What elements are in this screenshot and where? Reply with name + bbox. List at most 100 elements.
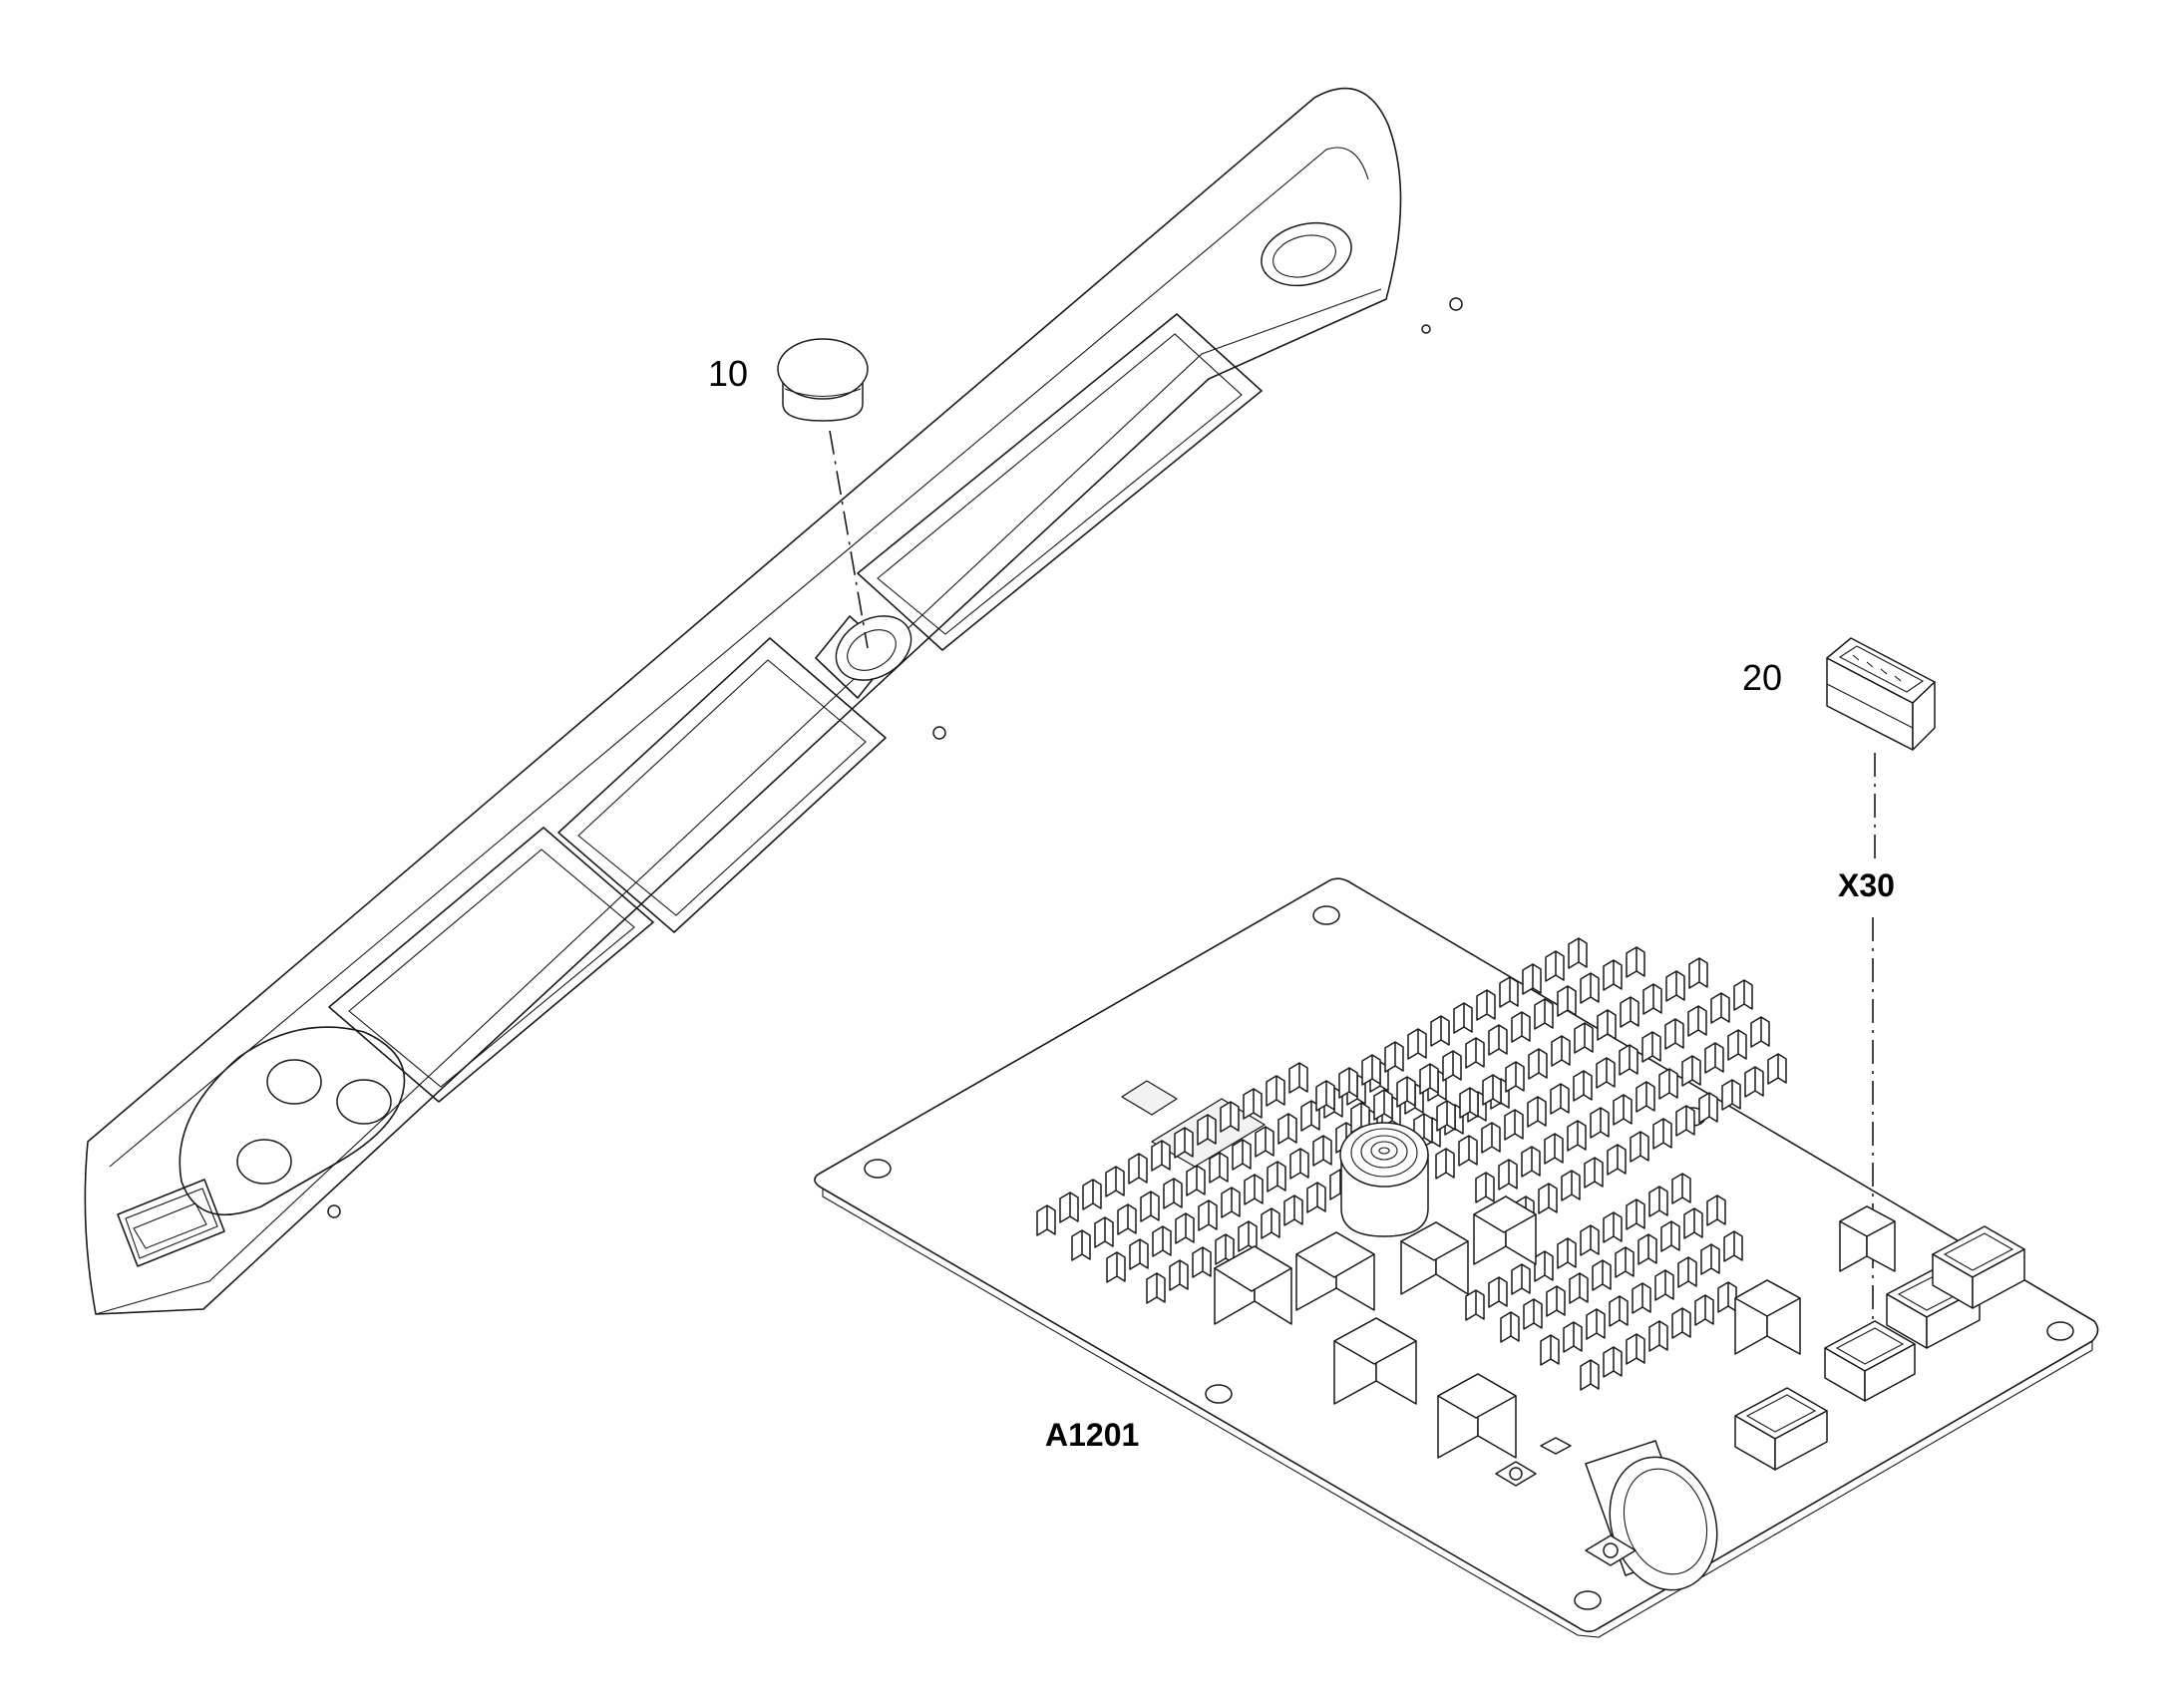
fuse <box>1592 1259 1612 1291</box>
fuse <box>1641 1031 1661 1063</box>
fuse <box>1255 1126 1274 1158</box>
fuse <box>1557 1237 1577 1269</box>
fuse <box>1615 1246 1635 1278</box>
fuse <box>1436 1100 1456 1132</box>
fuse <box>1626 1198 1645 1230</box>
opening-1 <box>857 313 1263 651</box>
fuse <box>1637 1233 1657 1265</box>
fuse <box>1710 992 1730 1024</box>
fuse <box>1430 1015 1450 1047</box>
fuse <box>1527 1096 1547 1128</box>
fuse <box>1706 1195 1726 1226</box>
fuse-field <box>1036 937 1787 1391</box>
fuse <box>1094 1216 1114 1248</box>
fuse <box>1660 1220 1680 1252</box>
fuse <box>1129 1238 1149 1270</box>
fuse <box>1481 1122 1501 1154</box>
fuse <box>1642 983 1662 1015</box>
relay-8 <box>1839 1205 1896 1272</box>
fuse <box>1698 1092 1718 1124</box>
fuse <box>1596 1057 1616 1089</box>
circuit-board <box>814 877 2099 1638</box>
fuse <box>1523 1298 1543 1330</box>
fuse <box>1140 1191 1160 1222</box>
fuse <box>1277 1113 1297 1145</box>
fuse <box>1694 1294 1714 1326</box>
fuse <box>1626 946 1645 978</box>
relay-5 <box>1400 1221 1469 1295</box>
part-10-plug <box>777 338 869 422</box>
fuse <box>1534 998 1554 1030</box>
fuse <box>1580 972 1600 1004</box>
fuse <box>1407 1028 1427 1060</box>
fuse <box>1613 1094 1633 1126</box>
fuse <box>1266 1075 1285 1107</box>
fuse <box>1534 1250 1554 1282</box>
fuse <box>1500 1311 1520 1343</box>
fuse <box>1059 1192 1079 1223</box>
fuse <box>1175 1212 1195 1244</box>
fuse <box>1435 1148 1455 1180</box>
fuse <box>1505 1061 1525 1093</box>
fuse <box>1198 1199 1218 1231</box>
fuse <box>1733 979 1753 1011</box>
fuse <box>1453 1002 1473 1034</box>
fuse <box>1540 1334 1560 1366</box>
fuse <box>1289 1148 1309 1180</box>
fuse <box>1700 1243 1720 1275</box>
fuse <box>1665 970 1685 1002</box>
fuse <box>1511 1263 1531 1295</box>
fuse <box>1152 1225 1172 1257</box>
fuse <box>1654 1269 1674 1301</box>
fuse <box>1105 1166 1125 1197</box>
panel-pad-1 <box>815 615 912 699</box>
fuse <box>1475 1172 1495 1203</box>
fuse <box>1238 1220 1258 1252</box>
fuse <box>1373 1089 1393 1121</box>
fuse <box>1545 950 1565 982</box>
fuse <box>1521 1146 1541 1178</box>
label-a1201: A1201 <box>1045 1417 1139 1453</box>
fuse <box>1717 1281 1737 1313</box>
fuse <box>1635 1081 1655 1113</box>
fuse <box>1117 1203 1137 1235</box>
opening-3 <box>328 827 654 1103</box>
console-panel <box>84 87 1463 1315</box>
opening-2 <box>557 637 887 933</box>
fuse <box>1609 1295 1629 1327</box>
fuse <box>1551 1035 1571 1067</box>
buzzer <box>1585 1440 1718 1591</box>
fuse <box>1465 1289 1485 1321</box>
fuse <box>1675 1105 1695 1137</box>
fuse <box>1538 1183 1558 1214</box>
fuse <box>1106 1251 1126 1283</box>
fuse <box>1488 1276 1508 1308</box>
fuse <box>1476 989 1496 1021</box>
fuse <box>1652 1118 1672 1150</box>
fuse <box>1146 1272 1166 1304</box>
fuse <box>1504 1109 1524 1141</box>
fuse <box>1767 1053 1787 1085</box>
fuse <box>1186 1165 1206 1196</box>
fuse <box>1220 1101 1240 1133</box>
fuse <box>1721 1079 1741 1111</box>
fuse <box>1192 1246 1212 1278</box>
fuse <box>1723 1230 1743 1262</box>
fuse <box>1465 1037 1485 1069</box>
fuse <box>1619 1044 1638 1076</box>
fuse <box>1442 1050 1462 1082</box>
fuse <box>1315 1080 1335 1112</box>
fuse <box>1590 1107 1610 1139</box>
fuse <box>1071 1229 1091 1261</box>
part-20-connector <box>1826 637 1936 751</box>
fuse <box>1620 996 1639 1028</box>
fuse <box>1574 1022 1594 1054</box>
panel-cluster <box>179 1026 406 1216</box>
fuse <box>1082 1179 1102 1210</box>
fuse <box>1261 1207 1280 1239</box>
fuse <box>1458 1135 1478 1167</box>
fuse <box>1312 1135 1332 1167</box>
fuse <box>1648 1320 1668 1352</box>
relay-3 <box>1333 1317 1417 1405</box>
